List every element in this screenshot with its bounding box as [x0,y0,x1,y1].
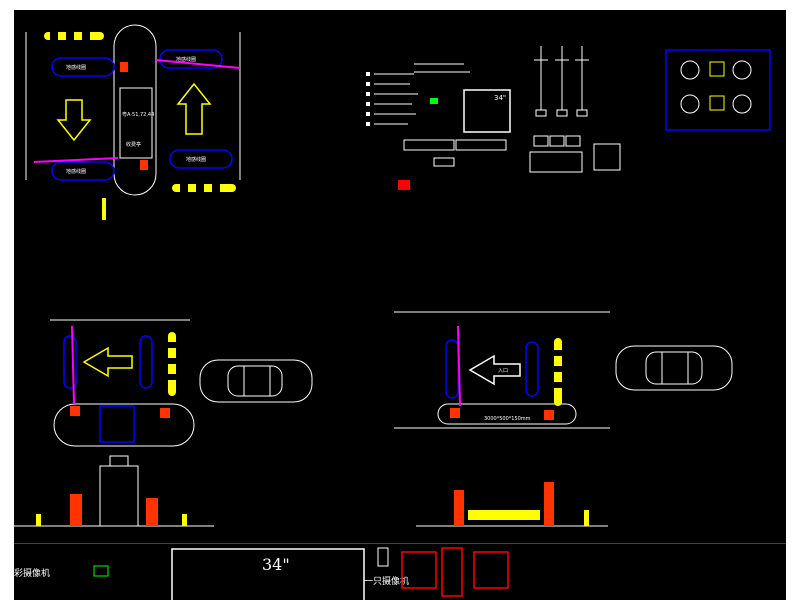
booth-label: 收费亭 [126,141,141,148]
camera-device-icon [377,547,389,567]
entrance-plan-left [50,319,195,447]
coil-right-bottom [169,149,233,169]
coil-right-top-label: 地感线圈 [176,56,196,63]
entry-label: 入口 [498,368,508,374]
arrow-up [176,82,212,135]
lane-plan [25,24,241,196]
red-tower-icon [441,547,463,597]
red-monitor-icon-2 [473,551,509,589]
console-desk [529,135,621,173]
monitor-top [463,89,511,133]
car-left [199,359,313,403]
stripe-barrier-top [44,32,104,40]
legend-block [366,63,470,126]
car-right [615,345,733,391]
dimension-label: 3000*500*150mm [484,416,531,422]
cad-drawing-canvas: 地感线圈 地感线圈 地感线圈 地感线圈 粤A·51,72,44 收费亭 [14,10,786,600]
elevation-right [416,482,608,527]
booth-outline [119,87,153,159]
coil-left-top [51,57,115,77]
plate-text: 粤A·51,72,44 [122,111,154,118]
monitor-bottom [171,548,365,600]
coil-left-top-label: 地感线圈 [66,64,86,71]
coil-right-bottom-label: 地感线圈 [186,156,206,163]
ground-coils: 地感线圈 地感线圈 地感线圈 地感线圈 [51,49,233,181]
green-monitor-icon [93,565,109,577]
arrow-down [56,99,92,142]
camera-detail-panel [665,49,771,131]
elevation-left [14,455,214,527]
cad-drawing: 地感线圈 地感线圈 地感线圈 地感线圈 粤A·51,72,44 收费亭 [14,24,771,527]
device-2 [455,139,507,151]
monitor-bottom-size: 34" [262,555,290,574]
bottom-detail-strip: 彩摄像机 34" 一只摄像机 [14,543,786,600]
red-computer-top [398,180,410,190]
monitor-top-size: 34" [494,94,506,102]
barrier-arm-bottom [33,157,119,163]
camera-caption: 一只摄像机 [364,575,409,587]
coil-left-bottom [51,161,115,181]
red-monitor-icon [401,551,437,589]
device-1 [403,139,455,151]
camera-caption-left: 彩摄像机 [14,567,50,579]
guard-post [102,198,106,220]
coil-left-bottom-label: 地感线圈 [66,168,86,175]
device-3 [433,157,455,167]
barrier-arm-top [155,59,241,69]
post-top [120,62,128,72]
coil-right-top [159,49,223,69]
post-bottom [140,160,148,170]
stripe-barrier-bottom [172,184,236,192]
light-poles [534,46,589,117]
entrance-plan-right: 入口 3000*500*150mm [394,311,610,429]
central-island [113,24,157,196]
bottom-detail-drawing: 彩摄像机 34" 一只摄像机 [14,547,509,600]
